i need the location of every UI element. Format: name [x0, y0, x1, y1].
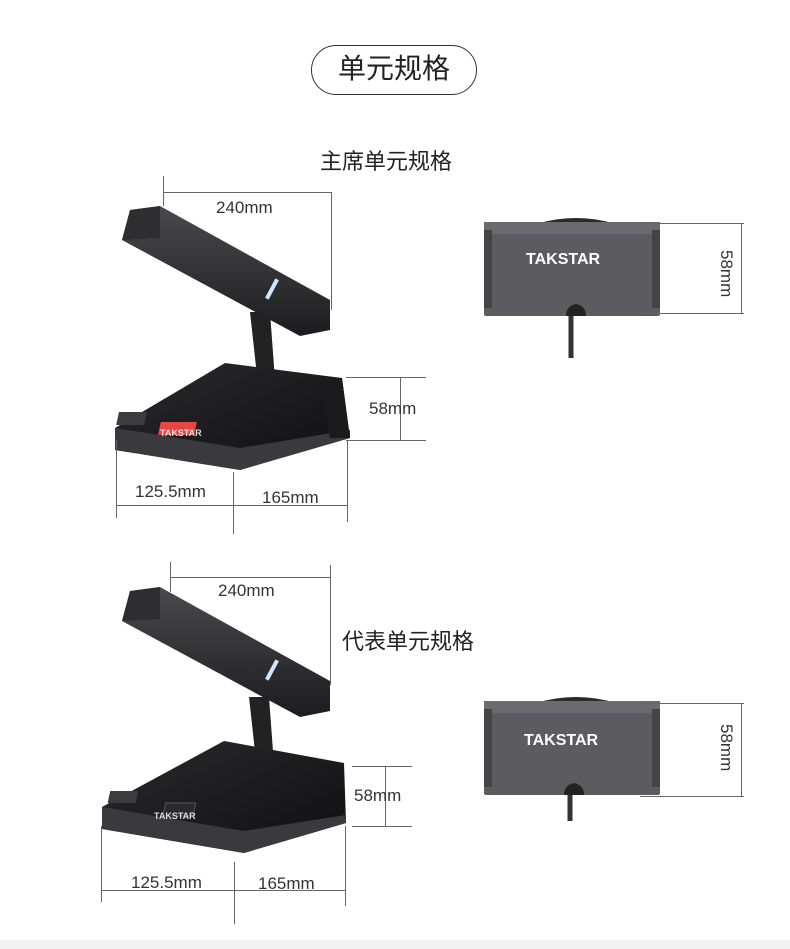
delegate-depth-front-dimension: 125.5mm [131, 873, 202, 892]
chairman-unit-label: 主席单元规格 [320, 150, 453, 175]
delegate-length-dimension: 240mm [218, 581, 275, 600]
chairman-unit-side-image: TAKSTAR [115, 206, 350, 470]
bottom-divider [0, 940, 790, 949]
chairman-front-height-dimension: 58mm [369, 399, 417, 418]
delegate-front-brand: TAKSTAR [524, 732, 599, 749]
delegate-height-dimension: 58mm [717, 724, 736, 772]
delegate-depth-back-dimension: 165mm [258, 874, 315, 893]
delegate-front-height-dimension: 58mm [354, 786, 402, 805]
delegate-unit-side-image: TAKSTAR [102, 587, 346, 853]
chairman-depth-back-dimension: 165mm [262, 488, 319, 507]
chairman-length-dimension: 240mm [216, 198, 273, 217]
chairman-front-brand: TAKSTAR [526, 251, 601, 268]
delegate-unit-label: 代表单元规格 [342, 630, 475, 655]
chairman-depth-front-dimension: 125.5mm [135, 482, 206, 501]
delegate-unit-front-image: TAKSTAR [484, 697, 660, 821]
delegate-side-brand: TAKSTAR [154, 811, 196, 821]
chairman-unit-front-image: TAKSTAR [484, 218, 660, 358]
chairman-height-dimension: 58mm [717, 250, 736, 298]
section-title: 单元规格 [311, 45, 477, 95]
chairman-side-brand: TAKSTAR [160, 428, 202, 438]
